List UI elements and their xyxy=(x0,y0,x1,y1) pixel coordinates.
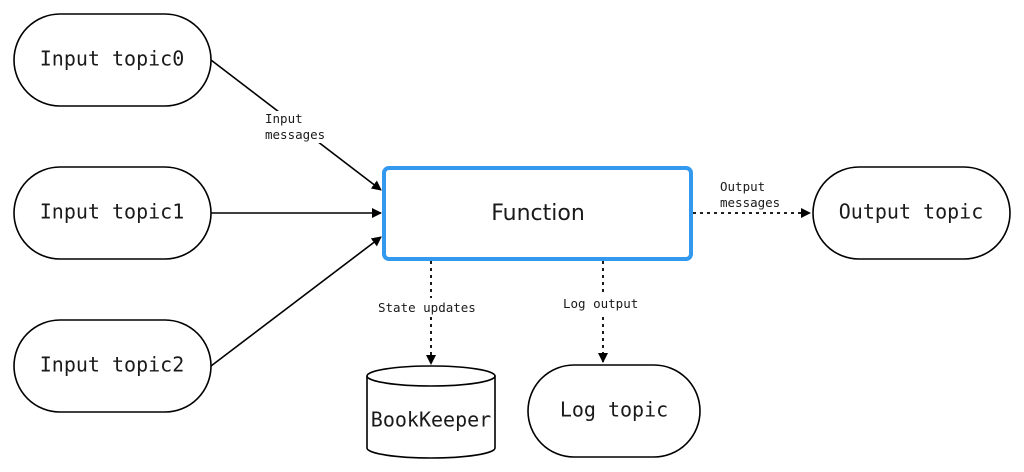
bookkeeper-cylinder-top xyxy=(366,365,496,387)
output-messages-label-line2: messages xyxy=(720,195,780,210)
function-node: Function xyxy=(382,166,693,261)
log-output-label: Log output xyxy=(563,296,638,311)
input-topic0-node: Input topic0 xyxy=(13,13,212,107)
input-topic2-node: Input topic2 xyxy=(13,319,212,413)
input-topic1-label: Input topic1 xyxy=(40,200,185,224)
output-topic-label: Output topic xyxy=(839,200,984,224)
function-label: Function xyxy=(491,201,585,226)
bookkeeper-cylinder-body xyxy=(366,376,496,459)
output-topic-node: Output topic xyxy=(812,166,1011,260)
output-messages-label-line1: Output xyxy=(720,179,765,194)
input-topic1-node: Input topic1 xyxy=(13,166,212,260)
log-topic-label: Log topic xyxy=(560,398,668,422)
state-updates-label-bg xyxy=(376,298,486,316)
input-messages-label-line1: Input xyxy=(265,111,303,126)
bookkeeper-node: BookKeeper xyxy=(366,365,496,459)
input-messages-label-line2: messages xyxy=(265,127,325,142)
input-topic0-label: Input topic0 xyxy=(40,47,185,71)
edge-input2-to-function xyxy=(210,236,382,367)
log-topic-node: Log topic xyxy=(527,364,701,458)
state-updates-label: State updates xyxy=(378,300,476,315)
log-output-label-bg xyxy=(561,295,645,313)
input-topic2-label: Input topic2 xyxy=(40,353,185,377)
output-messages-label-bg xyxy=(716,179,788,211)
bookkeeper-label: BookKeeper xyxy=(371,408,491,432)
input-messages-label-bg xyxy=(260,111,330,143)
